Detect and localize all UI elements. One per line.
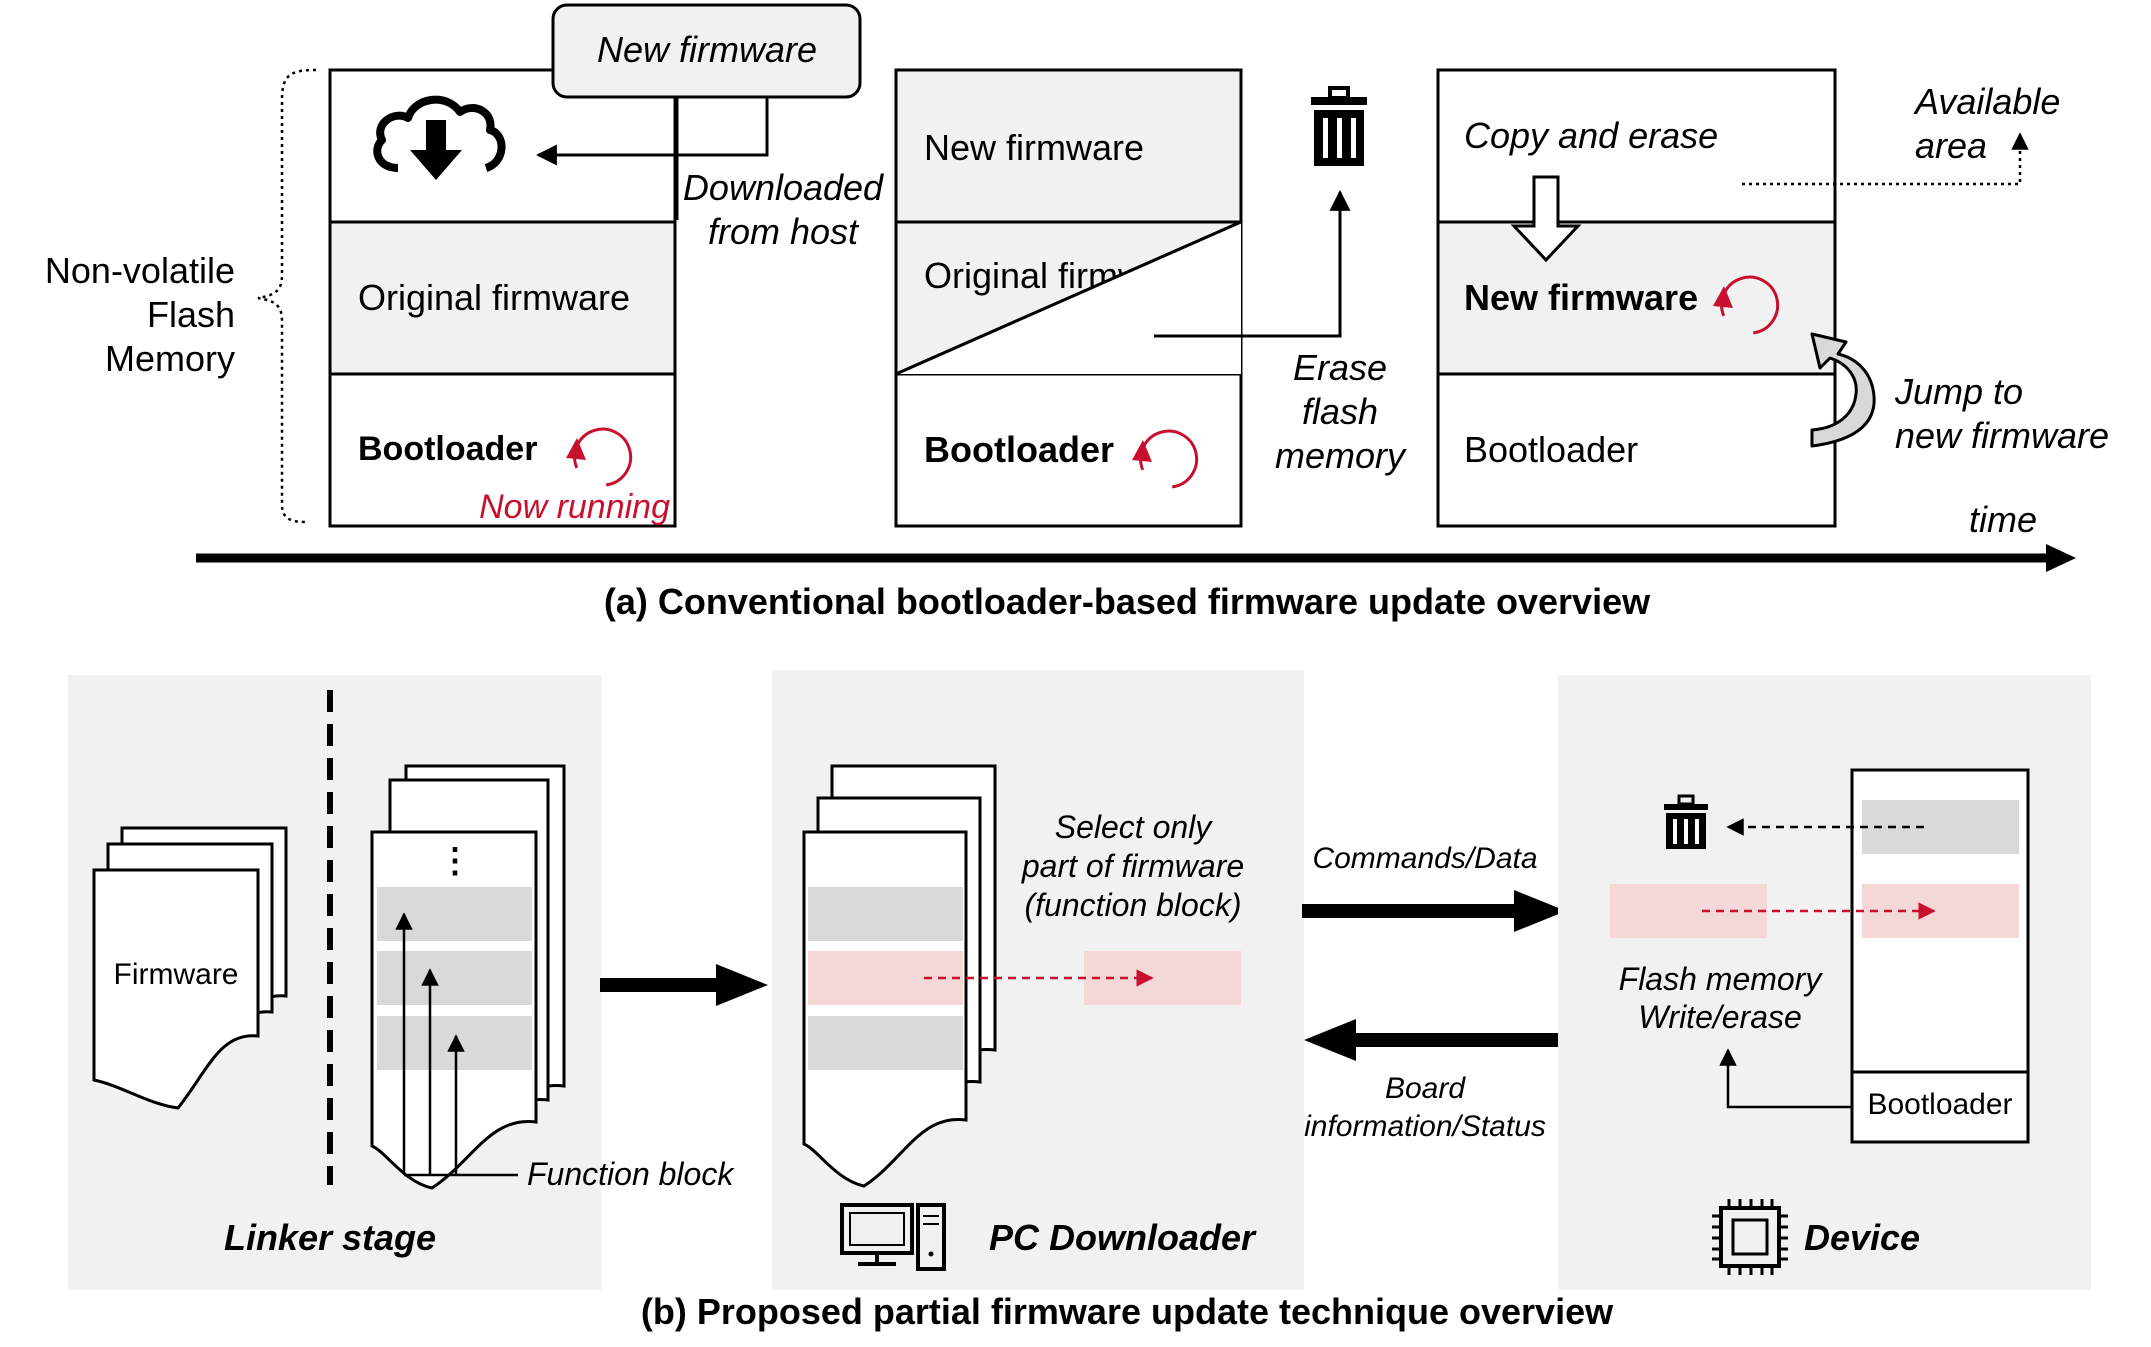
now-running-label: Now running [479, 488, 670, 526]
jump-label-line1: Jump to [1894, 371, 2023, 412]
time-label: time [1969, 499, 2037, 540]
stage1-original-firmware: Original firmware [358, 277, 630, 318]
pc-downloader-title: PC Downloader [989, 1217, 1257, 1258]
new-firmware-callout [551, 3, 862, 99]
memory-label-line3: Memory [105, 338, 235, 379]
firmware-document-label: Firmware [114, 958, 239, 991]
downloaded-label-line2: from host [708, 211, 860, 252]
select-label-line3: (function block) [1025, 887, 1242, 923]
downloaded-label-line1: Downloaded [683, 167, 884, 208]
time-axis-head [2046, 544, 2076, 572]
device-bootloader-label: Bootloader [1867, 1088, 2012, 1121]
board-label-line2: information/Status [1304, 1110, 1546, 1143]
memory-brace [257, 68, 317, 524]
commands-arrowhead [1514, 890, 1566, 932]
erase-arrow [1154, 189, 1351, 338]
jump-arrow [1810, 332, 1876, 448]
pc-block-3 [808, 1016, 963, 1070]
erase-label-line2: flash [1302, 391, 1378, 432]
caption-a: (a) Conventional bootloader-based firmwa… [604, 581, 1651, 622]
available-area-line1: Available [1913, 81, 2060, 122]
stage3-new-firmware: New firmware [1464, 277, 1698, 318]
stage2-new-firmware: New firmware [924, 127, 1144, 168]
linked-document-ellipsis: ⋮ [438, 842, 472, 880]
status-arrowhead [1304, 1019, 1356, 1061]
jump-label-line2: new firmware [1895, 415, 2109, 456]
stage1-bootloader: Bootloader [358, 430, 537, 468]
device-flash-bootloader [1850, 1070, 2030, 1144]
available-area-arrow [1742, 132, 2029, 186]
linker-stage-title: Linker stage [224, 1217, 436, 1258]
device-incoming-block [1610, 884, 1767, 938]
firmware-document-stack [92, 826, 288, 1110]
device-block-erase [1862, 800, 2019, 854]
pc-block-1 [808, 887, 963, 941]
stage3-bootloader: Bootloader [1464, 429, 1638, 470]
running-icon [1713, 275, 1780, 335]
chip-icon [1712, 1199, 1788, 1275]
select-label-line1: Select only [1055, 809, 1214, 845]
new-firmware-callout-text: New firmware [597, 29, 817, 70]
memory-label-line1: Non-volatile [45, 250, 235, 291]
computer-icon [840, 1203, 946, 1271]
trash-icon [1664, 794, 1708, 849]
caption-b: (b) Proposed partial firmware update tec… [641, 1291, 1614, 1332]
erase-label-line3: memory [1275, 435, 1407, 476]
flash-label-line1: Flash memory [1619, 961, 1824, 997]
function-block-2 [377, 951, 532, 1005]
running-icon [1132, 429, 1199, 489]
device-title: Device [1804, 1217, 1920, 1258]
linker-to-pc-arrowhead [716, 964, 768, 1006]
function-block-3 [377, 1016, 532, 1070]
function-block-label: Function block [527, 1156, 735, 1192]
flash-label-line2: Write/erase [1638, 999, 1802, 1035]
bootloader-to-flash-arrow [1719, 1048, 1852, 1109]
available-area-line2: area [1915, 125, 1987, 166]
download-connector [535, 97, 769, 166]
copy-erase-label: Copy and erase [1464, 115, 1718, 156]
commands-label: Commands/Data [1312, 842, 1537, 875]
pc-block-selected [808, 951, 963, 1005]
select-label-line2: part of firmware [1021, 848, 1244, 884]
stage3-memory-column [1436, 68, 1837, 528]
function-block-pointers [395, 912, 518, 1177]
board-label-line1: Board [1385, 1072, 1466, 1105]
memory-label-line2: Flash [147, 294, 235, 335]
trash-icon [1311, 86, 1367, 166]
copy-down-arrow [1510, 175, 1582, 263]
erase-label-line1: Erase [1293, 347, 1387, 388]
cloud-download-icon [373, 95, 506, 180]
stage2-bootloader: Bootloader [924, 429, 1114, 470]
function-block-1 [377, 887, 532, 941]
running-icon [566, 427, 633, 487]
